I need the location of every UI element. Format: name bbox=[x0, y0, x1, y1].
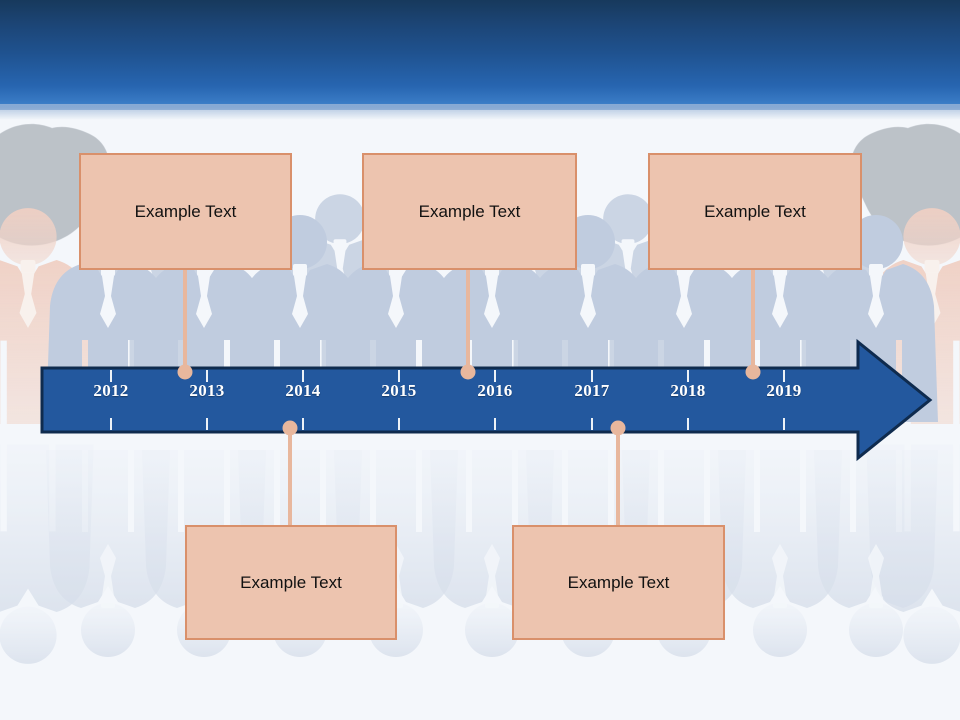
timeline-arrow bbox=[40, 338, 933, 462]
timeline-tick-down-2015 bbox=[398, 418, 400, 430]
timeline-year-2015[interactable]: 2015 bbox=[381, 381, 417, 400]
callout-text-1: Example Text bbox=[134, 201, 237, 221]
timeline-tick-down-2019 bbox=[783, 418, 785, 430]
timeline-tick-up-2019 bbox=[783, 370, 785, 382]
callout-text-5: Example Text bbox=[567, 572, 670, 592]
callout-box-1[interactable]: Example Text bbox=[79, 153, 292, 270]
timeline-tick-up-2016 bbox=[494, 370, 496, 382]
callout-box-2[interactable]: Example Text bbox=[362, 153, 577, 270]
callout-connector-1 bbox=[183, 270, 187, 372]
timeline-year-2014[interactable]: 2014 bbox=[285, 381, 321, 400]
callout-anchor-dot-3[interactable] bbox=[745, 364, 761, 380]
timeline-tick-down-2013 bbox=[206, 418, 208, 430]
callout-text-4: Example Text bbox=[240, 572, 342, 592]
timeline-year-2018[interactable]: 2018 bbox=[670, 381, 706, 400]
timeline-tick-down-2018 bbox=[687, 418, 689, 430]
timeline-year-2019[interactable]: 2019 bbox=[766, 381, 802, 400]
callout-text-2: Example Text bbox=[418, 201, 521, 221]
callout-anchor-dot-2[interactable] bbox=[460, 364, 476, 380]
callout-connector-2 bbox=[466, 270, 470, 372]
callout-box-3[interactable]: Example Text bbox=[648, 153, 862, 270]
timeline-year-2013[interactable]: 2013 bbox=[189, 381, 225, 400]
callout-connector-4 bbox=[288, 428, 292, 525]
timeline-tick-up-2017 bbox=[591, 370, 593, 382]
timeline-tick-up-2014 bbox=[302, 370, 304, 382]
timeline-tick-down-2014 bbox=[302, 418, 304, 430]
callout-anchor-dot-4[interactable] bbox=[282, 420, 298, 436]
callout-box-5[interactable]: Example Text bbox=[512, 525, 725, 640]
timeline-tick-down-2017 bbox=[591, 418, 593, 430]
callout-connector-3 bbox=[751, 270, 755, 372]
timeline-tick-down-2012 bbox=[110, 418, 112, 430]
callout-anchor-dot-5[interactable] bbox=[610, 420, 626, 436]
slide-header-band bbox=[0, 0, 960, 110]
timeline-tick-up-2013 bbox=[206, 370, 208, 382]
timeline-year-2016[interactable]: 2016 bbox=[477, 381, 513, 400]
timeline-tick-down-2016 bbox=[494, 418, 496, 430]
timeline-year-2012[interactable]: 2012 bbox=[93, 381, 129, 400]
callout-anchor-dot-1[interactable] bbox=[177, 364, 193, 380]
timeline-tick-up-2018 bbox=[687, 370, 689, 382]
callout-connector-5 bbox=[616, 428, 620, 525]
callout-text-3: Example Text bbox=[704, 201, 806, 221]
timeline-tick-up-2012 bbox=[110, 370, 112, 382]
callout-box-4[interactable]: Example Text bbox=[185, 525, 397, 640]
timeline-year-2017[interactable]: 2017 bbox=[574, 381, 610, 400]
timeline-tick-up-2015 bbox=[398, 370, 400, 382]
